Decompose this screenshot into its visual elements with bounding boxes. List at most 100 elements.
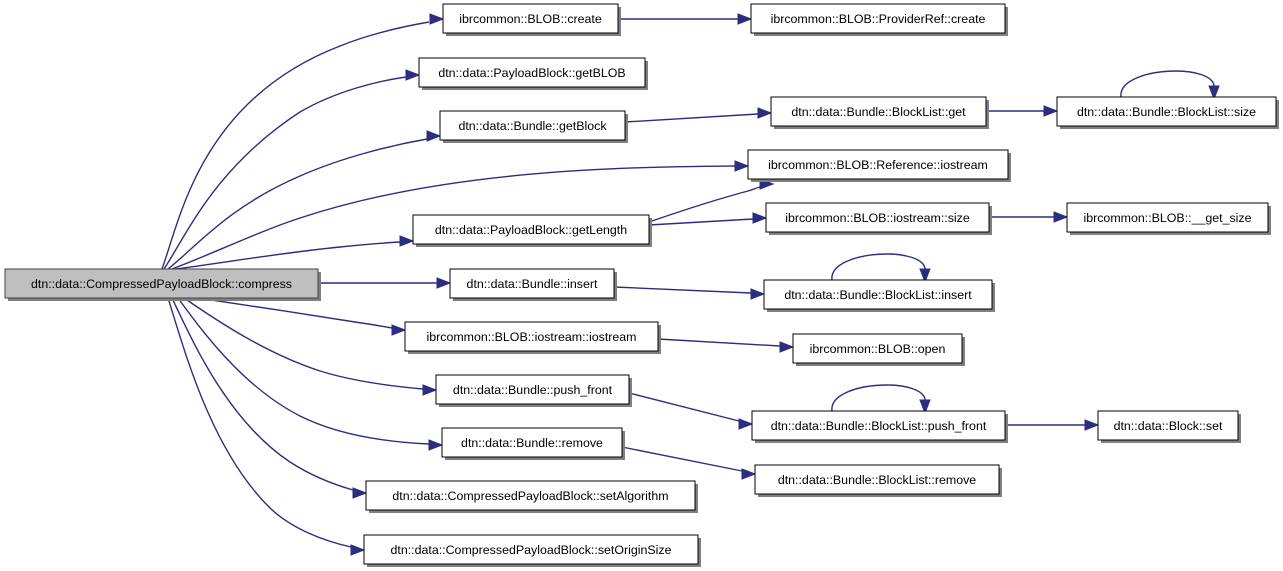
call-edge bbox=[618, 13, 753, 25]
graph-node-blob_open[interactable]: ibrcommon::BLOB::open bbox=[792, 333, 965, 366]
arrowhead-icon bbox=[750, 288, 766, 300]
node-label: ibrcommon::BLOB::Reference::iostream bbox=[768, 158, 988, 172]
node-box[interactable] bbox=[751, 410, 1006, 441]
node-box[interactable] bbox=[418, 57, 646, 88]
graph-node-get_length[interactable]: dtn::data::PayloadBlock::getLength bbox=[412, 214, 652, 247]
node-label: dtn::data::Bundle::BlockList::size bbox=[1077, 105, 1256, 119]
arrowhead-icon bbox=[422, 384, 438, 396]
graph-node-blist_remove[interactable]: dtn::data::Bundle::BlockList::remove bbox=[754, 464, 1002, 497]
call-edge bbox=[1005, 419, 1100, 431]
call-edge bbox=[177, 297, 444, 451]
root-node-box[interactable] bbox=[4, 268, 319, 299]
call-edge bbox=[613, 286, 766, 300]
node-box[interactable] bbox=[404, 321, 659, 352]
arrowhead-icon bbox=[436, 277, 452, 289]
arrowhead-icon bbox=[757, 107, 773, 119]
call-edge bbox=[171, 160, 750, 270]
graph-node-block_set[interactable]: dtn::data::Block::set bbox=[1097, 410, 1241, 443]
node-label: dtn::data::Bundle::remove bbox=[461, 436, 603, 450]
arrowhead-icon bbox=[350, 544, 366, 556]
graph-node-blob_create[interactable]: ibrcommon::BLOB::create bbox=[442, 3, 621, 36]
node-label: dtn::data::Bundle::getBlock bbox=[458, 119, 607, 133]
self-loop-edge bbox=[1120, 70, 1220, 101]
node-label: dtn::data::CompressedPayloadBlock::setOr… bbox=[391, 543, 672, 557]
node-box[interactable] bbox=[449, 268, 615, 299]
arrowhead-icon bbox=[779, 341, 795, 353]
node-box[interactable] bbox=[412, 214, 650, 245]
node-box[interactable] bbox=[1097, 410, 1239, 441]
arrowhead-icon bbox=[734, 160, 750, 172]
arrowhead-icon bbox=[352, 487, 368, 499]
graph-node-blocklist_get[interactable]: dtn::data::Bundle::BlockList::get bbox=[770, 96, 989, 129]
edges-layer bbox=[161, 13, 1100, 556]
graph-node-blist_insert[interactable]: dtn::data::Bundle::BlockList::insert bbox=[763, 279, 995, 312]
node-label: dtn::data::Block::set bbox=[1114, 419, 1223, 433]
graph-node-blist_push[interactable]: dtn::data::Bundle::BlockList::push_front bbox=[751, 410, 1008, 443]
node-label: dtn::data::PayloadBlock::getBLOB bbox=[438, 66, 625, 80]
graph-node-provider_create[interactable]: ibrcommon::BLOB::ProviderRef::create bbox=[750, 3, 1008, 36]
arrowhead-icon bbox=[741, 468, 757, 480]
self-loop-edge bbox=[831, 253, 931, 284]
node-box[interactable] bbox=[365, 480, 696, 511]
arrowhead-icon bbox=[399, 235, 415, 247]
call-edge bbox=[648, 212, 768, 226]
graph-node-blocklist_size[interactable]: dtn::data::Bundle::BlockList::size bbox=[1056, 96, 1279, 129]
node-box[interactable] bbox=[747, 149, 1009, 180]
arrowhead-icon bbox=[426, 130, 442, 142]
graph-node-iostream_size[interactable]: ibrcommon::BLOB::iostream::size bbox=[765, 202, 992, 235]
node-label: ibrcommon::BLOB::iostream::size bbox=[785, 211, 970, 225]
graph-node-set_algorithm[interactable]: dtn::data::CompressedPayloadBlock::setAl… bbox=[365, 480, 698, 513]
call-edge bbox=[167, 130, 442, 270]
node-box[interactable] bbox=[792, 333, 963, 364]
node-box[interactable] bbox=[435, 374, 630, 405]
graph-node-io_iostream[interactable]: ibrcommon::BLOB::iostream::iostream bbox=[404, 321, 661, 354]
node-label: dtn::data::Bundle::push_front bbox=[453, 383, 613, 397]
arrowhead-icon bbox=[1053, 211, 1069, 223]
node-box[interactable] bbox=[1066, 202, 1269, 233]
graph-node-bundle_remove[interactable]: dtn::data::Bundle::remove bbox=[441, 427, 625, 460]
arrowhead-icon bbox=[1084, 419, 1100, 431]
call-edge bbox=[183, 297, 438, 396]
node-box[interactable] bbox=[441, 427, 623, 458]
graph-node-get_size[interactable]: ibrcommon::BLOB::__get_size bbox=[1066, 202, 1271, 235]
call-edge bbox=[657, 338, 795, 353]
node-label: dtn::data::Bundle::BlockList::get bbox=[791, 105, 966, 119]
self-loop-layer bbox=[831, 70, 1220, 415]
graph-node-set_originsize[interactable]: dtn::data::CompressedPayloadBlock::setOr… bbox=[363, 534, 701, 567]
graph-node-compress[interactable]: dtn::data::CompressedPayloadBlock::compr… bbox=[4, 268, 321, 301]
graph-node-get_blob[interactable]: dtn::data::PayloadBlock::getBLOB bbox=[418, 57, 648, 90]
node-box[interactable] bbox=[750, 3, 1006, 34]
graph-node-bundle_push[interactable]: dtn::data::Bundle::push_front bbox=[435, 374, 632, 407]
call-edge bbox=[197, 297, 407, 336]
call-edge bbox=[175, 235, 415, 270]
node-label: dtn::data::PayloadBlock::getLength bbox=[435, 223, 627, 237]
arrowhead-icon bbox=[737, 13, 753, 25]
call-edge bbox=[163, 69, 421, 270]
arrowhead-icon bbox=[919, 399, 931, 415]
node-label: ibrcommon::BLOB::iostream::iostream bbox=[426, 330, 636, 344]
node-box[interactable] bbox=[754, 464, 1000, 495]
arrowhead-icon bbox=[405, 69, 421, 81]
node-box[interactable] bbox=[363, 534, 699, 565]
call-edge bbox=[318, 277, 452, 289]
graph-node-bundle_insert[interactable]: dtn::data::Bundle::insert bbox=[449, 268, 617, 301]
call-edge bbox=[161, 13, 445, 270]
arrowhead-icon bbox=[1043, 105, 1059, 117]
node-box[interactable] bbox=[770, 96, 987, 127]
call-edge bbox=[986, 105, 1059, 117]
node-box[interactable] bbox=[439, 110, 626, 141]
call-edge bbox=[167, 297, 366, 556]
node-box[interactable] bbox=[1056, 96, 1277, 127]
node-box[interactable] bbox=[765, 202, 990, 233]
call-edge bbox=[624, 107, 773, 123]
graph-node-get_block[interactable]: dtn::data::Bundle::getBlock bbox=[439, 110, 628, 143]
graph-node-ref_iostream[interactable]: ibrcommon::BLOB::Reference::iostream bbox=[747, 149, 1011, 182]
node-label: ibrcommon::BLOB::__get_size bbox=[1083, 211, 1251, 225]
node-box[interactable] bbox=[763, 279, 993, 310]
node-label: dtn::data::Bundle::BlockList::remove bbox=[778, 473, 976, 487]
arrowhead-icon bbox=[429, 13, 445, 25]
node-box[interactable] bbox=[442, 3, 619, 34]
arrowhead-icon bbox=[752, 212, 768, 224]
call-edge bbox=[621, 446, 757, 480]
